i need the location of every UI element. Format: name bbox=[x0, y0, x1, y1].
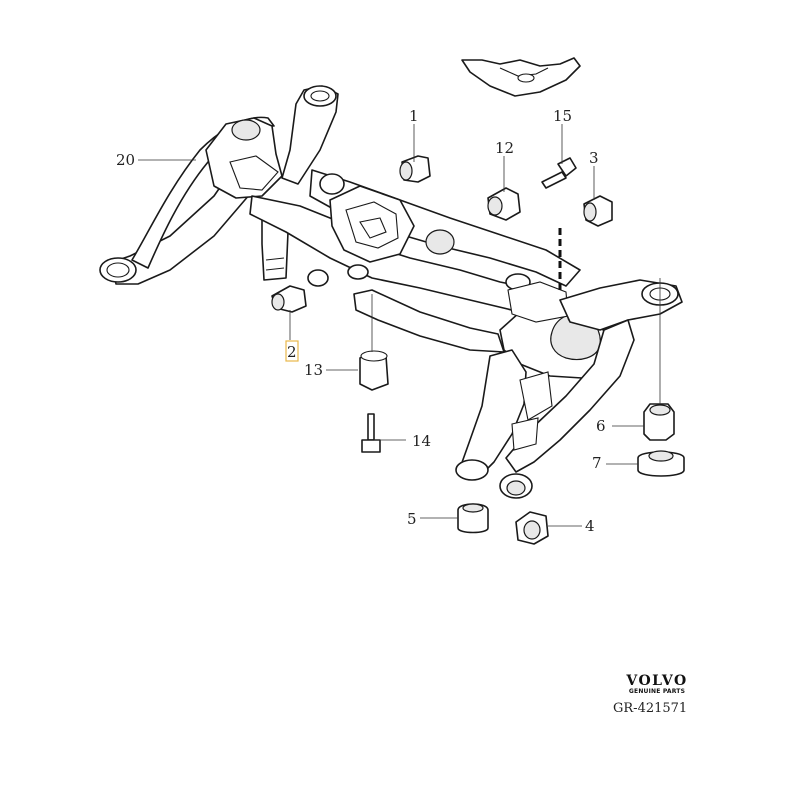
callout-6: 6 bbox=[596, 417, 606, 435]
callout-2-highlight bbox=[285, 340, 299, 362]
callout-20: 20 bbox=[116, 151, 135, 169]
brand-logo: VOLVO GENUINE PARTS bbox=[618, 674, 696, 696]
callout-5: 5 bbox=[407, 510, 417, 528]
leader-lines bbox=[138, 124, 661, 527]
callout-15: 15 bbox=[553, 107, 572, 125]
bolt-15 bbox=[541, 157, 577, 189]
bolt-14 bbox=[361, 413, 381, 453]
bushing-13 bbox=[359, 350, 389, 391]
callout-1: 1 bbox=[409, 107, 419, 125]
volvo-logo: VOLVO bbox=[626, 673, 688, 689]
bushing-7 bbox=[637, 450, 685, 477]
diagram-reference: GR-421571 bbox=[613, 701, 688, 716]
callout-7: 7 bbox=[592, 454, 602, 472]
bushing-2 bbox=[271, 285, 307, 313]
callout-14: 14 bbox=[412, 432, 431, 450]
callout-4: 4 bbox=[585, 517, 595, 535]
rear-subframe bbox=[99, 85, 683, 499]
bushing-5 bbox=[457, 503, 489, 534]
callout-13: 13 bbox=[304, 361, 323, 379]
bushing-12 bbox=[487, 187, 521, 221]
callout-2: 2 bbox=[287, 343, 297, 361]
genuine-parts-tagline: GENUINE PARTS bbox=[628, 688, 686, 695]
callout-3: 3 bbox=[589, 149, 599, 167]
callout-12: 12 bbox=[495, 139, 514, 157]
bushing-6 bbox=[643, 403, 675, 441]
bushing-3 bbox=[583, 195, 613, 227]
bushing-4 bbox=[515, 511, 549, 545]
bushing-1 bbox=[399, 155, 431, 183]
bracket-fragment bbox=[461, 57, 581, 97]
